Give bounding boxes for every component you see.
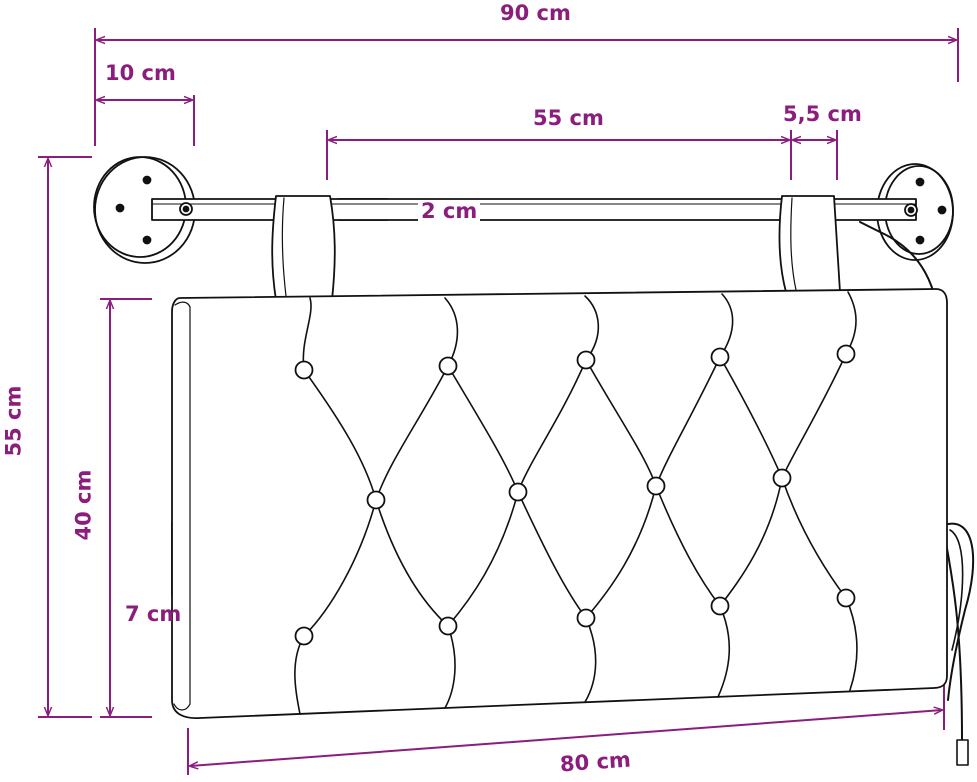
tufting-lines (294, 291, 858, 715)
headboard-cushion (171, 288, 948, 720)
tuft-button (772, 468, 792, 488)
tuft-button (366, 490, 386, 510)
right-strap (778, 195, 841, 293)
tuft-button (710, 347, 730, 367)
strap-spacing-label: 55 cm (533, 106, 604, 130)
strap-width-label: 5,5 cm (783, 102, 862, 126)
tuft-button (294, 626, 314, 646)
tuft-button (710, 596, 730, 616)
tuft-button (508, 482, 528, 502)
headboard-illustration (93, 156, 975, 766)
rod-diameter-label: 2 cm (418, 201, 481, 222)
tuft-button (576, 608, 596, 628)
tuft-button (294, 360, 314, 380)
mount-plate-width-label: 10 cm (105, 61, 176, 85)
overall-width-label: 90 cm (500, 1, 571, 25)
tuft-button (438, 356, 458, 376)
tuft-button (646, 476, 666, 496)
cushion-thickness-label: 7 cm (125, 602, 182, 626)
cushion-height-label: 40 cm (71, 469, 96, 541)
tuft-button (576, 350, 596, 370)
cushion-width-arrow (190, 710, 942, 766)
tuft-button (836, 344, 856, 364)
hanging-rod (151, 198, 918, 221)
left-strap (271, 195, 336, 301)
tuft-button (836, 588, 856, 608)
tuft-button (438, 616, 458, 636)
tufting-buttons (294, 344, 856, 646)
cushion-width-label: 80 cm (559, 747, 632, 777)
overall-height-label: 55 cm (1, 385, 26, 457)
